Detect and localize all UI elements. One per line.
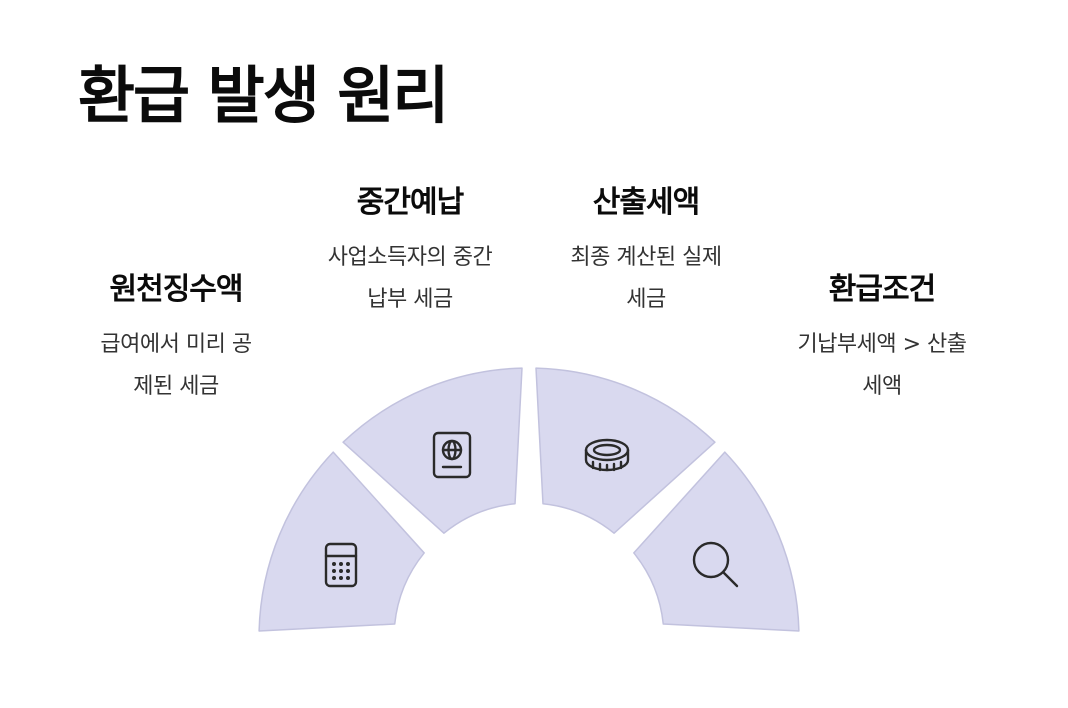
- segment-withholding: [258, 451, 425, 632]
- label-desc-line-1: 기납부세액 > 산출: [797, 332, 967, 357]
- label-desc-line-2: 납부 세금: [367, 287, 453, 312]
- page-title: 환급 발생 원리: [78, 59, 449, 132]
- label-heading: 산출세액: [592, 185, 700, 220]
- label-refund-condition: 환급조건 기납부세액 > 산출 세액: [772, 272, 992, 408]
- search-icon: [692, 541, 739, 588]
- arc-segments: [258, 367, 800, 632]
- label-heading: 원천징수액: [109, 272, 244, 307]
- arc-icons: [324, 431, 739, 588]
- passport-icon: [432, 431, 472, 479]
- segment-calculated: [535, 367, 716, 534]
- segment-interim: [342, 367, 523, 534]
- label-heading: 중간예납: [356, 185, 464, 220]
- label-description: 사업소득자의 중간 납부 세금: [300, 237, 520, 321]
- label-description: 급여에서 미리 공 제된 세금: [66, 324, 286, 408]
- label-calculated-tax: 산출세액 최종 계산된 실제 세금: [536, 185, 756, 321]
- label-desc-line-1: 사업소득자의 중간: [327, 245, 493, 270]
- label-desc-line-2: 제된 세금: [133, 374, 219, 399]
- label-desc-line-1: 최종 계산된 실제: [570, 245, 722, 270]
- label-interim-prepayment: 중간예납 사업소득자의 중간 납부 세금: [300, 185, 520, 321]
- calculator-icon: [324, 542, 358, 588]
- label-desc-line-1: 급여에서 미리 공: [100, 332, 252, 357]
- label-heading: 환급조건: [828, 272, 936, 307]
- label-desc-line-2: 세액: [862, 374, 902, 399]
- label-description: 기납부세액 > 산출 세액: [772, 324, 992, 408]
- label-description: 최종 계산된 실제 세금: [536, 237, 756, 321]
- label-withholding: 원천징수액 급여에서 미리 공 제된 세금: [66, 272, 286, 408]
- label-desc-line-2: 세금: [626, 287, 666, 312]
- segment-refund: [633, 451, 800, 632]
- coin-icon: [584, 438, 630, 472]
